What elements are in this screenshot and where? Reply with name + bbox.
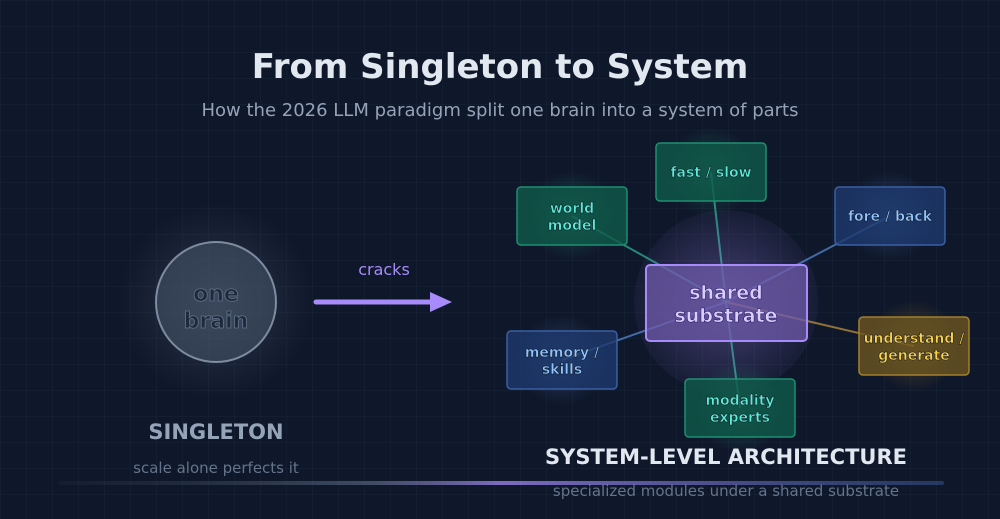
module-label-line2: experts	[710, 410, 770, 426]
module-memory-skills: memory /skills	[506, 314, 618, 406]
system-caption: specialized modules under a shared subst…	[553, 482, 899, 500]
hub-label-line2: substrate	[675, 305, 778, 327]
module-box	[655, 142, 767, 202]
page-subtitle: How the 2026 LLM paradigm split one brai…	[202, 100, 799, 121]
module-box	[506, 330, 618, 390]
module-label-line2: generate	[878, 348, 950, 364]
singleton-node	[155, 241, 277, 363]
module-box	[516, 186, 628, 246]
transition-arrow-head	[430, 292, 452, 312]
module-box	[684, 378, 796, 438]
singleton-group: one brain SINGLETON scale alone perfects…	[118, 204, 314, 477]
module-box	[858, 316, 970, 376]
module-label-line1: understand /	[864, 331, 966, 347]
singleton-label-line1: one	[193, 282, 239, 307]
module-label-line1: modality	[705, 393, 774, 409]
singleton-heading: SINGLETON	[148, 420, 283, 444]
page-title: From Singleton to System	[252, 47, 749, 87]
module-fast-slow: fast / slow	[655, 126, 767, 218]
module-label-line1: fore / back	[848, 209, 933, 225]
system-heading: SYSTEM-LEVEL ARCHITECTURE	[545, 445, 907, 469]
module-label-line2: model	[548, 218, 597, 234]
transition-group: cracks	[313, 260, 452, 312]
module-fore-back: fore / back	[834, 170, 946, 262]
module-label-line1: memory /	[525, 345, 600, 361]
transition-label: cracks	[358, 260, 410, 279]
module-label-line1: fast / slow	[670, 165, 751, 181]
module-box	[834, 186, 946, 246]
singleton-label-line2: brain	[184, 309, 249, 334]
module-label-line1: world	[550, 201, 594, 217]
module-understand-generate: understand /generate	[858, 300, 970, 392]
hub-node	[645, 264, 808, 342]
singleton-caption: scale alone perfects it	[133, 459, 299, 477]
module-label-line2: skills	[542, 362, 582, 378]
baseline-bar	[58, 481, 944, 485]
hub-label-line1: shared	[689, 282, 763, 304]
